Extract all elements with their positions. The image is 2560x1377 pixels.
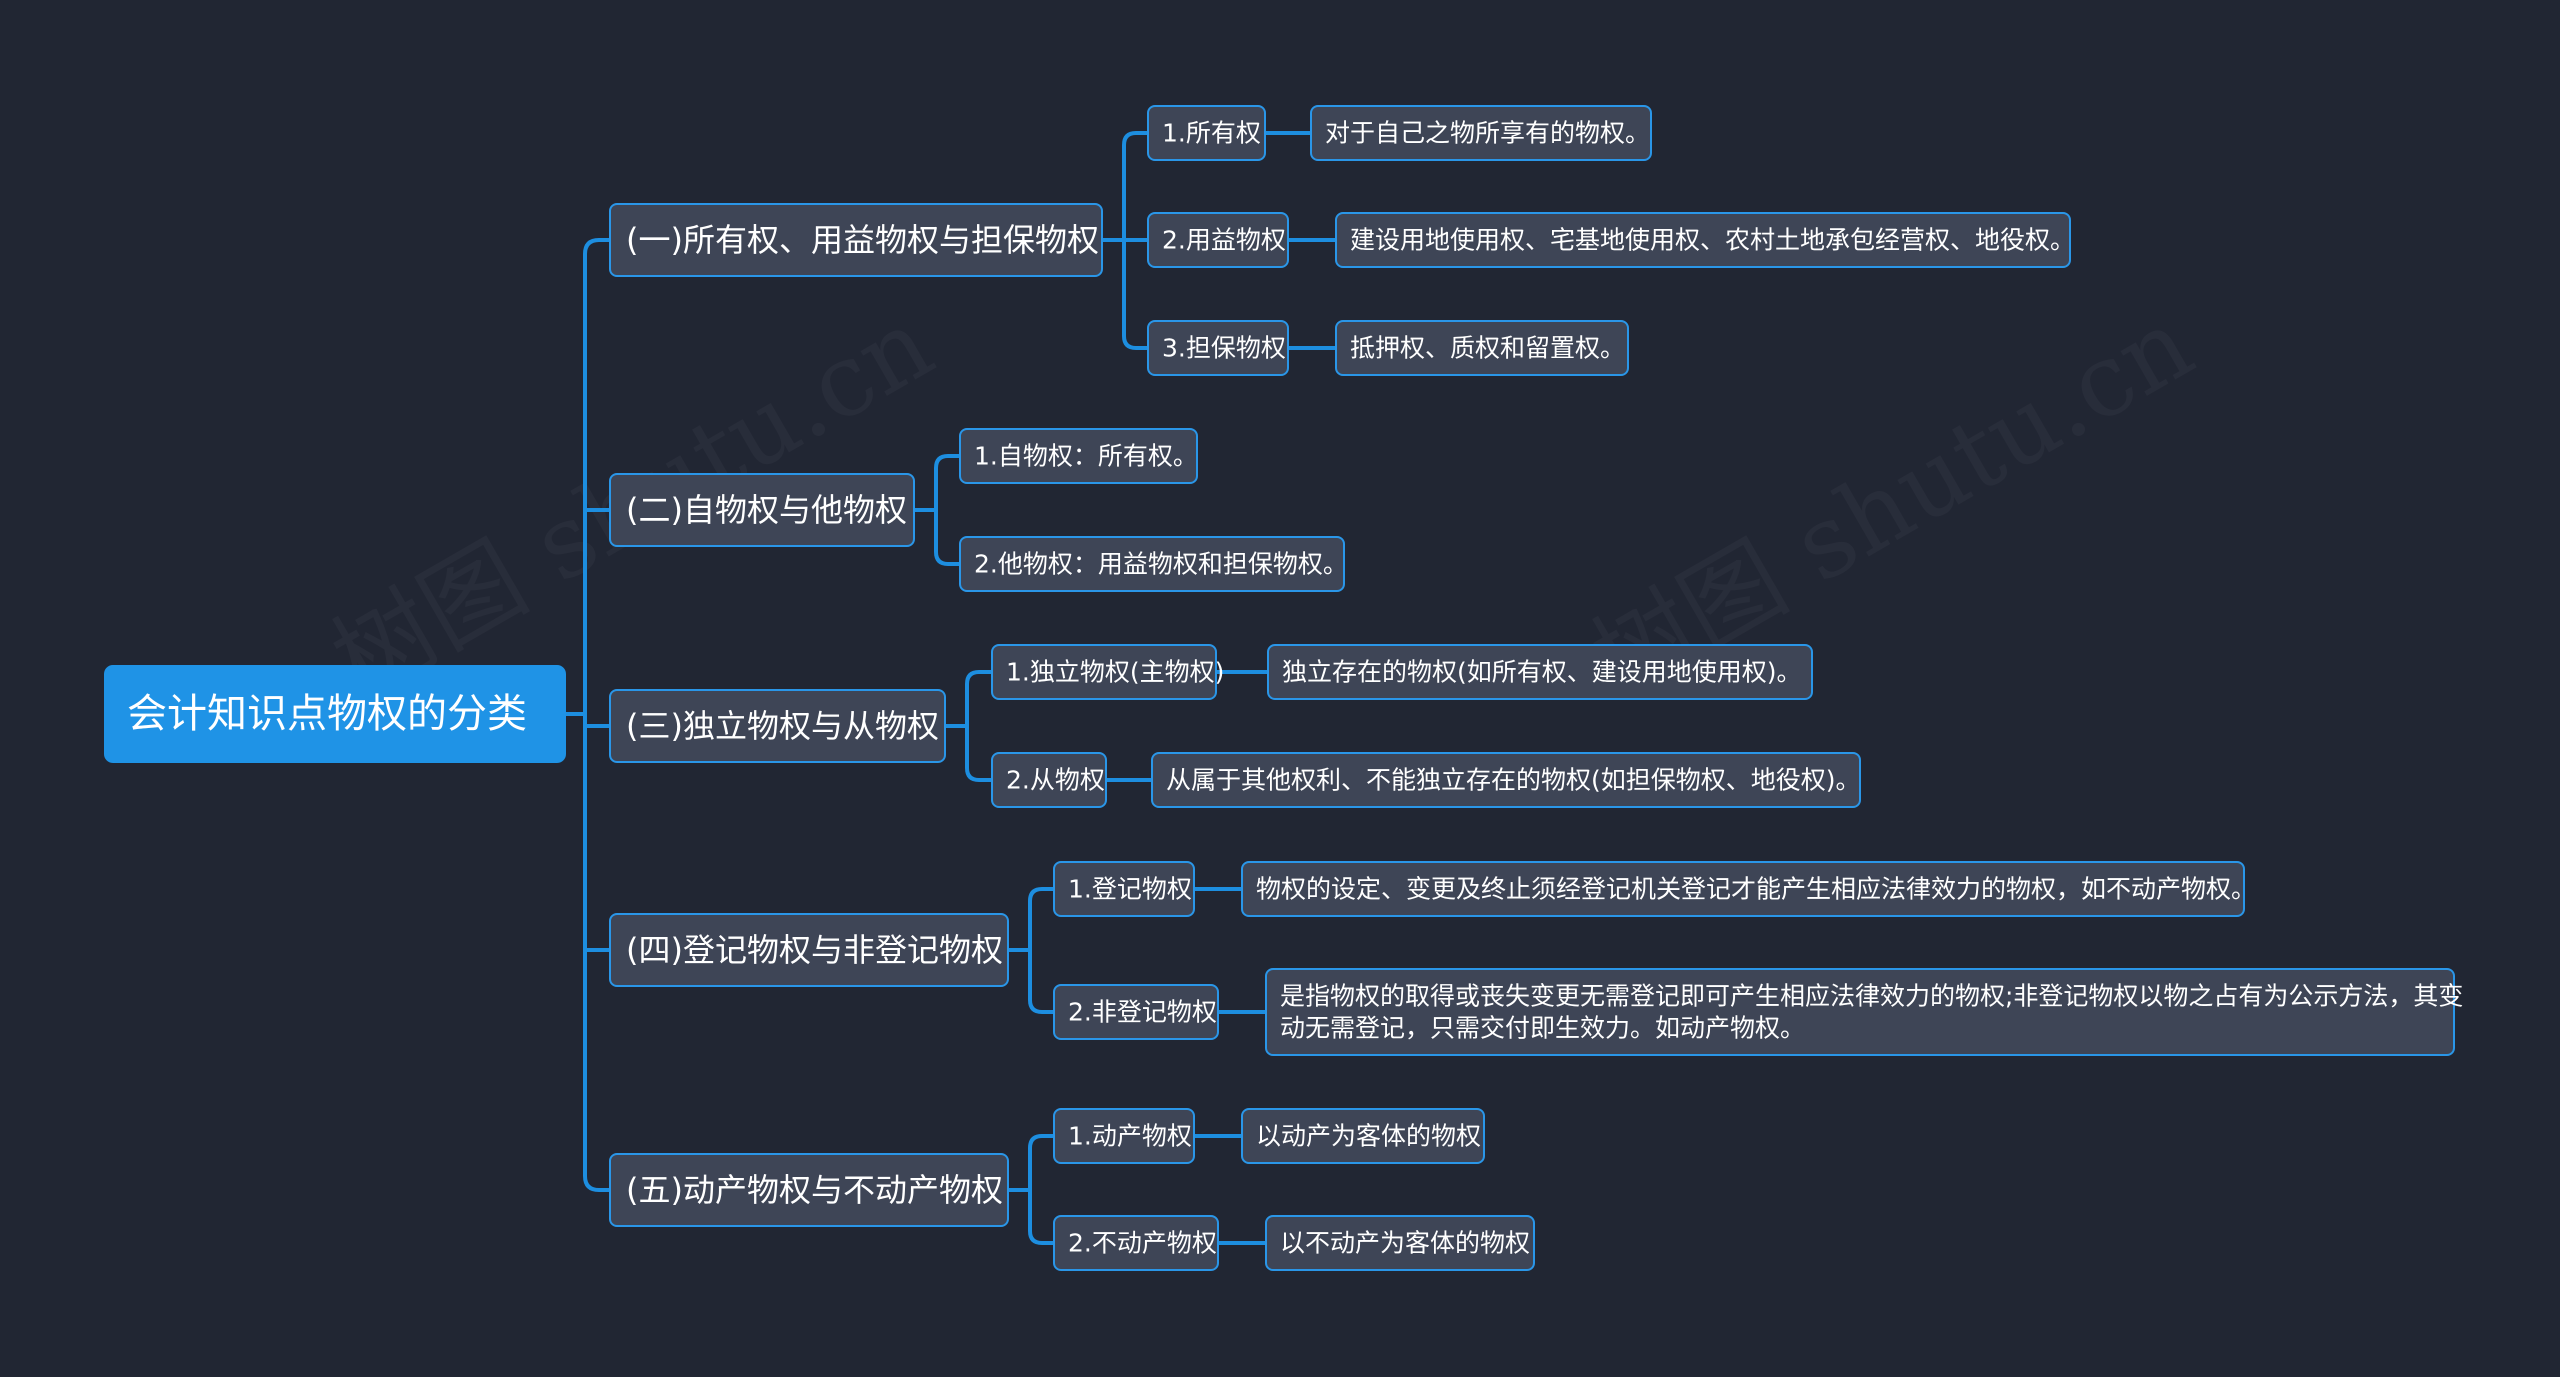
detail-node-box bbox=[1265, 968, 2455, 1056]
sub-node-box bbox=[1053, 984, 1219, 1040]
detail-node-label: 动无需登记，只需交付即生效力。如动产物权。 bbox=[1280, 1014, 1805, 1043]
branch-node-label: (三)独立物权与从物权 bbox=[626, 707, 939, 745]
detail-node[interactable]: 是指物权的取得或丧失变更无需登记即可产生相应法律效力的物权;非登记物权以物之占有… bbox=[1265, 968, 2463, 1056]
branch-node[interactable]: (五)动产物权与不动产物权 bbox=[609, 1153, 1009, 1227]
detail-node-box bbox=[1267, 644, 1813, 700]
sub-connector bbox=[934, 454, 962, 512]
detail-node[interactable]: 抵押权、质权和留置权。 bbox=[1335, 320, 1629, 376]
sub-connector bbox=[1028, 1188, 1056, 1245]
branch-node-label: (二)自物权与他物权 bbox=[626, 491, 907, 529]
sub-node-box bbox=[991, 644, 1217, 700]
detail-node[interactable]: 对于自己之物所享有的物权。 bbox=[1310, 105, 1652, 161]
sub-node[interactable]: 1.动产物权 bbox=[1053, 1108, 1195, 1164]
sub-node[interactable]: 2.他物权：用益物权和担保物权。 bbox=[959, 536, 1348, 592]
connector-lines bbox=[563, 131, 1338, 1245]
sub-node[interactable]: 1.独立物权(主物权) bbox=[991, 644, 1224, 700]
detail-node[interactable]: 以不动产为客体的物权 bbox=[1265, 1215, 1535, 1271]
branch-connector bbox=[583, 238, 612, 716]
sub-node-box bbox=[959, 536, 1345, 592]
sub-node[interactable]: 1.自物权：所有权。 bbox=[959, 428, 1198, 484]
detail-node-label: 物权的设定、变更及终止须经登记机关登记才能产生相应法律效力的物权，如不动产物权。 bbox=[1256, 875, 2256, 904]
sub-connector bbox=[1028, 887, 1056, 952]
branch-node-box bbox=[609, 913, 1009, 987]
sub-connector bbox=[934, 508, 962, 566]
root-node-box bbox=[104, 665, 566, 763]
sub-connector bbox=[1122, 238, 1150, 350]
detail-node-label: 以动产为客体的物权 bbox=[1256, 1122, 1481, 1151]
detail-node[interactable]: 从属于其他权利、不能独立存在的物权(如担保物权、地役权)。 bbox=[1151, 752, 1861, 808]
branch-node-box bbox=[609, 1153, 1009, 1227]
sub-node-label: 2.不动产物权 bbox=[1068, 1229, 1217, 1258]
detail-node-label: 抵押权、质权和留置权。 bbox=[1350, 334, 1625, 363]
sub-node-label: 1.登记物权 bbox=[1068, 875, 1192, 904]
sub-node-box bbox=[1053, 861, 1195, 917]
sub-node-label: 1.动产物权 bbox=[1068, 1122, 1192, 1151]
sub-node-box bbox=[1147, 105, 1266, 161]
sub-node-box bbox=[1147, 320, 1289, 376]
sub-node-label: 3.担保物权 bbox=[1162, 334, 1286, 363]
sub-node-box bbox=[1147, 212, 1289, 268]
sub-node-box bbox=[1053, 1108, 1195, 1164]
detail-node[interactable]: 建设用地使用权、宅基地使用权、农村土地承包经营权、地役权。 bbox=[1335, 212, 2075, 268]
branch-node[interactable]: (四)登记物权与非登记物权 bbox=[609, 913, 1009, 987]
sub-node-label: 2.用益物权 bbox=[1162, 226, 1286, 255]
branch-node-label: (五)动产物权与不动产物权 bbox=[626, 1171, 1003, 1209]
detail-node[interactable]: 以动产为客体的物权 bbox=[1241, 1108, 1485, 1164]
sub-node[interactable]: 2.从物权 bbox=[991, 752, 1107, 808]
sub-node[interactable]: 2.不动产物权 bbox=[1053, 1215, 1219, 1271]
mind-map-nodes: 会计知识点物权的分类 (一)所有权、用益物权与担保物权 1.所有权 对于自己之物所享有… bbox=[104, 105, 2463, 1271]
sub-node[interactable]: 3.担保物权 bbox=[1147, 320, 1289, 376]
branch-node-box bbox=[609, 203, 1103, 277]
sub-node-label: 1.所有权 bbox=[1162, 119, 1261, 148]
branch-node[interactable]: (一)所有权、用益物权与担保物权 bbox=[609, 203, 1103, 277]
sub-node-label: 1.自物权：所有权。 bbox=[974, 442, 1198, 471]
sub-node-label: 2.非登记物权 bbox=[1068, 998, 1217, 1027]
sub-node-box bbox=[1053, 1215, 1219, 1271]
detail-node-box bbox=[1310, 105, 1652, 161]
sub-node-label: 1.独立物权(主物权) bbox=[1006, 658, 1224, 687]
detail-node-label: 从属于其他权利、不能独立存在的物权(如担保物权、地役权)。 bbox=[1166, 766, 1861, 795]
branch-node[interactable]: (二)自物权与他物权 bbox=[609, 473, 915, 547]
branch-node-label: (一)所有权、用益物权与担保物权 bbox=[626, 221, 1099, 259]
detail-node-box bbox=[1241, 861, 2245, 917]
branch-connector bbox=[583, 712, 612, 1192]
detail-node-label: 独立存在的物权(如所有权、建设用地使用权)。 bbox=[1282, 658, 1802, 687]
detail-node-box bbox=[1265, 1215, 1535, 1271]
root-node[interactable]: 会计知识点物权的分类 bbox=[104, 665, 566, 763]
sub-connector bbox=[1028, 948, 1056, 1014]
sub-connector bbox=[1122, 131, 1150, 242]
detail-node-box bbox=[1335, 320, 1629, 376]
detail-node-label: 对于自己之物所享有的物权。 bbox=[1325, 119, 1650, 148]
detail-node-label: 以不动产为客体的物权 bbox=[1280, 1229, 1530, 1258]
sub-node-label: 2.从物权 bbox=[1006, 766, 1105, 795]
sub-connector bbox=[965, 670, 994, 728]
branch-node-box bbox=[609, 473, 915, 547]
branch-node[interactable]: (三)独立物权与从物权 bbox=[609, 689, 946, 763]
sub-node[interactable]: 1.登记物权 bbox=[1053, 861, 1195, 917]
detail-node-label: 建设用地使用权、宅基地使用权、农村土地承包经营权、地役权。 bbox=[1350, 226, 2075, 255]
sub-node[interactable]: 2.非登记物权 bbox=[1053, 984, 1219, 1040]
branch-node-box bbox=[609, 689, 946, 763]
detail-node-box bbox=[1241, 1108, 1485, 1164]
sub-connector bbox=[965, 724, 994, 782]
sub-connector bbox=[1028, 1134, 1056, 1192]
detail-node-box bbox=[1335, 212, 2071, 268]
detail-node[interactable]: 物权的设定、变更及终止须经登记机关登记才能产生相应法律效力的物权，如不动产物权。 bbox=[1241, 861, 2256, 917]
sub-node-label: 2.他物权：用益物权和担保物权。 bbox=[974, 550, 1348, 579]
detail-node[interactable]: 独立存在的物权(如所有权、建设用地使用权)。 bbox=[1267, 644, 1813, 700]
sub-node[interactable]: 2.用益物权 bbox=[1147, 212, 1289, 268]
sub-node[interactable]: 1.所有权 bbox=[1147, 105, 1266, 161]
detail-node-label: 是指物权的取得或丧失变更无需登记即可产生相应法律效力的物权;非登记物权以物之占有… bbox=[1280, 982, 2463, 1011]
detail-node-box bbox=[1151, 752, 1861, 808]
branch-node-label: (四)登记物权与非登记物权 bbox=[626, 931, 1003, 969]
root-node-label: 会计知识点物权的分类 bbox=[127, 691, 527, 737]
sub-node-box bbox=[991, 752, 1107, 808]
sub-node-box bbox=[959, 428, 1198, 484]
